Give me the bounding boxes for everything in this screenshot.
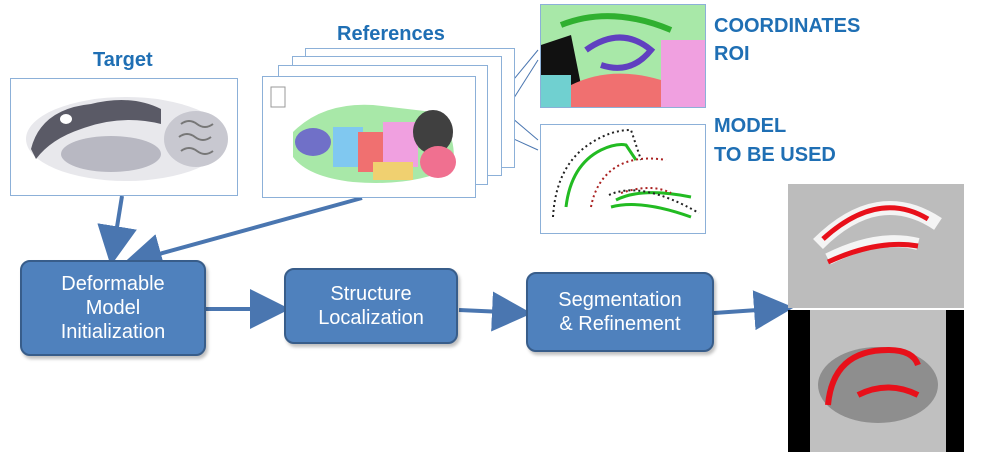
roi-zoom-image bbox=[540, 4, 706, 108]
model-contour-image bbox=[540, 124, 706, 234]
target-brain-image bbox=[10, 78, 238, 196]
segmentation-refinement-box: Segmentation & Refinement bbox=[526, 272, 714, 352]
structure-localization-text: Structure Localization bbox=[318, 283, 424, 329]
arrow-segmentation-to-results bbox=[713, 290, 794, 331]
deformable-model-initialization-box: Deformable Model Initialization bbox=[20, 260, 206, 356]
roi-label: ROI bbox=[714, 43, 750, 65]
to-be-used-label: TO BE USED bbox=[714, 144, 836, 166]
segmented-hippocampus-icon bbox=[788, 184, 964, 308]
atlas-section-icon bbox=[270, 86, 456, 183]
references-label: References bbox=[337, 23, 445, 45]
arrow-localization-to-segmentation bbox=[458, 291, 532, 332]
model-contours-icon bbox=[552, 128, 700, 219]
coordinates-label: COORDINATES bbox=[714, 15, 861, 37]
brain-section-icon bbox=[26, 97, 228, 181]
target-label: Target bbox=[93, 49, 153, 71]
segmentation-result-bottom bbox=[788, 310, 964, 452]
segmentation-result-top bbox=[788, 184, 964, 308]
reference-atlas-image bbox=[262, 76, 476, 198]
model-label: MODEL bbox=[714, 115, 787, 137]
hippocampus-atlas-icon bbox=[541, 5, 705, 107]
structure-localization-box: Structure Localization bbox=[284, 268, 458, 344]
arrow-references-to-init bbox=[122, 196, 363, 273]
segmentation-refinement-text: Segmentation & Refinement bbox=[558, 289, 682, 335]
segmented-hippocampus-zoom-icon bbox=[810, 310, 946, 452]
arrow-target-to-init bbox=[97, 195, 137, 266]
deformable-model-initialization-text: Deformable Model Initialization bbox=[60, 273, 166, 343]
